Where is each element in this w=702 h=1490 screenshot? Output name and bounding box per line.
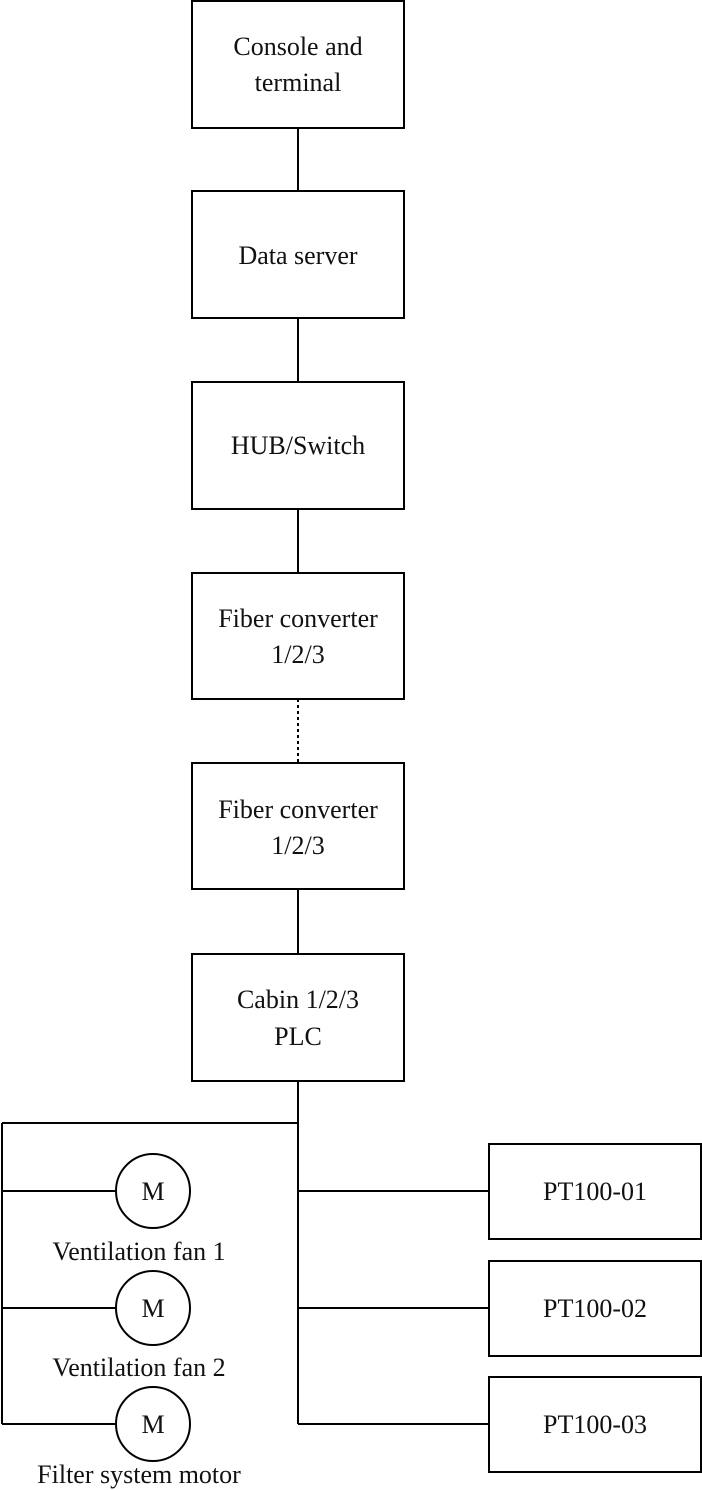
data-server-box: Data server: [191, 190, 405, 319]
motor-symbol: M: [141, 1177, 164, 1206]
sensor-pt100-01-box: PT100-01: [488, 1143, 702, 1240]
sensor-pt100-03-box: PT100-03: [488, 1376, 702, 1473]
motor-label: Filter system motor: [37, 1460, 241, 1489]
fiber-top-label-line2: 1/2/3: [271, 640, 324, 669]
motor-icon: [115, 1270, 191, 1346]
fiber-converter-top-box: Fiber converter 1/2/3: [191, 572, 405, 700]
fiber-converter-bottom-box: Fiber converter 1/2/3: [191, 762, 405, 890]
sensor-label: PT100-01: [543, 1177, 647, 1206]
hub-switch-box: HUB/Switch: [191, 381, 405, 510]
console-label-line2: terminal: [255, 68, 342, 97]
motor-symbol: M: [141, 1410, 164, 1439]
hub-switch-label: HUB/Switch: [231, 431, 365, 460]
fiber-bottom-label-line1: Fiber converter: [218, 795, 378, 824]
fiber-top-label-line1: Fiber converter: [218, 604, 378, 633]
cabin-plc-box: Cabin 1/2/3 PLC: [191, 953, 405, 1082]
motor-icon: [115, 1153, 191, 1229]
sensor-label: PT100-02: [543, 1294, 647, 1323]
motor-label: Ventilation fan 1: [52, 1237, 225, 1266]
console-terminal-box: Console and terminal: [191, 0, 405, 129]
cabin-plc-label-line1: Cabin 1/2/3: [237, 985, 359, 1014]
motor-icon: [115, 1386, 191, 1462]
cabin-plc-label-line2: PLC: [274, 1022, 322, 1051]
data-server-label: Data server: [238, 241, 357, 270]
sensor-pt100-02-box: PT100-02: [488, 1260, 702, 1357]
fiber-bottom-label-line2: 1/2/3: [271, 831, 324, 860]
motor-ventilation-fan-2: M Ventilation fan 2: [52, 1270, 226, 1382]
motor-ventilation-fan-1: M Ventilation fan 1: [52, 1153, 226, 1266]
motor-label: Ventilation fan 2: [52, 1353, 225, 1382]
sensor-label: PT100-03: [543, 1410, 647, 1439]
motor-filter-system: M Filter system motor: [37, 1386, 241, 1489]
motor-symbol: M: [141, 1294, 164, 1323]
console-label-line1: Console and: [233, 32, 362, 61]
